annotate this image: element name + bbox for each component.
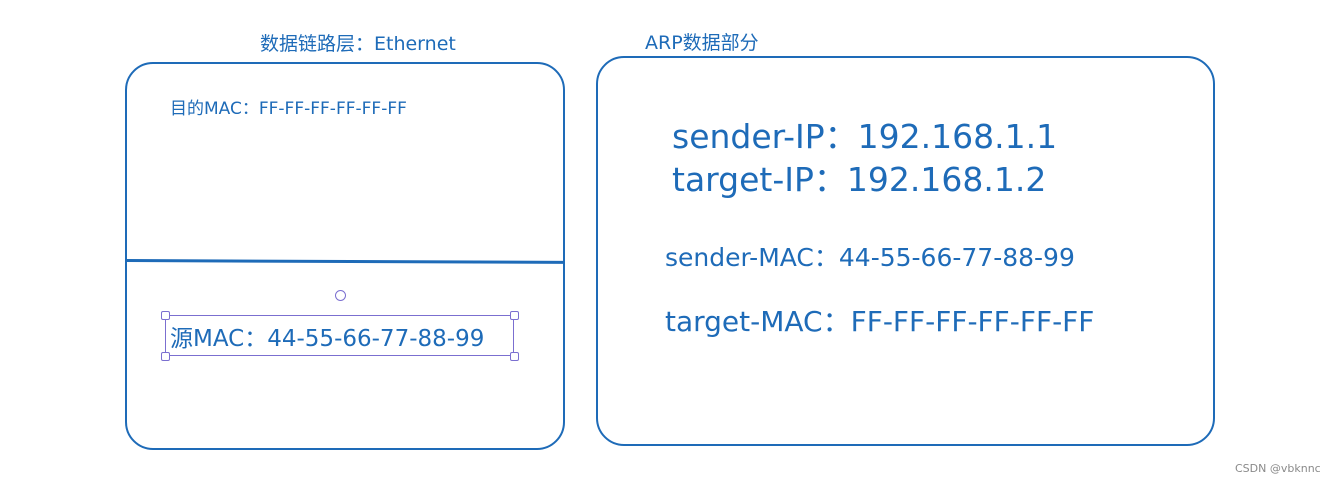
arp-data-box[interactable]: [596, 56, 1215, 446]
destination-mac-label: 目的MAC：FF-FF-FF-FF-FF-FF: [170, 99, 407, 119]
target-ip-label: target-IP：192.168.1.2: [672, 160, 1047, 199]
resize-handle-top-right[interactable]: [510, 311, 519, 320]
csdn-watermark: CSDN @vbknnc: [1235, 462, 1321, 475]
selection-frame[interactable]: [165, 315, 514, 356]
source-mac-text[interactable]: 源MAC：44-55-66-77-88-99: [170, 326, 485, 352]
sender-ip-label: sender-IP：192.168.1.1: [672, 117, 1058, 156]
ethernet-frame-box[interactable]: [125, 62, 565, 450]
resize-handle-bottom-left[interactable]: [161, 352, 170, 361]
ethernet-layer-title: 数据链路层：Ethernet: [260, 33, 456, 55]
arp-data-title: ARP数据部分: [645, 32, 759, 54]
rotate-handle[interactable]: [335, 290, 346, 301]
resize-handle-top-left[interactable]: [161, 311, 170, 320]
sender-mac-label: sender-MAC：44-55-66-77-88-99: [665, 243, 1075, 272]
target-mac-label: target-MAC：FF-FF-FF-FF-FF-FF: [665, 305, 1095, 338]
resize-handle-bottom-right[interactable]: [510, 352, 519, 361]
